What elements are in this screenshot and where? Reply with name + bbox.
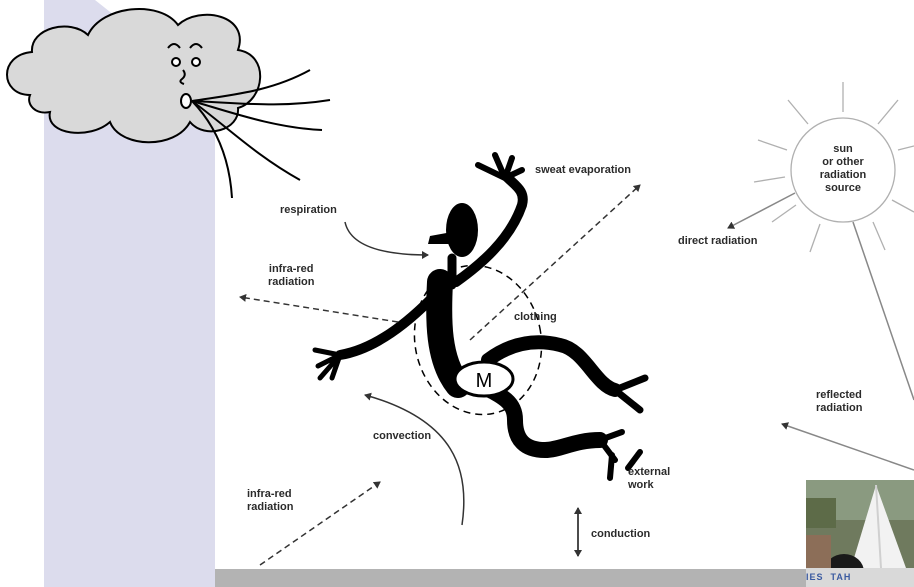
conduction-label: conduction [591,528,650,541]
respiration-arrow [345,222,428,255]
reflected-arrow [782,424,914,470]
direct-radiation-label: direct radiation [678,235,757,248]
sun-ray-down [853,222,914,400]
infrared-bottom-label: infra-red radiation [247,488,293,514]
clothing-label: clothing [514,311,557,324]
inset-photo: IES TAH [806,480,914,587]
infrared-top-arrow [240,297,398,322]
direct-radiation-arrow [728,193,795,228]
infrared-top-label: infra-red radiation [268,263,314,289]
metabolism-label: M [476,370,493,392]
sun-label: sun or other radiation source [808,143,878,195]
convection-label: convection [373,430,431,443]
convection-arrow [365,395,464,525]
reflected-radiation-label: reflected radiation [816,389,862,415]
photo-sign-text: IES TAH [806,568,914,587]
respiration-label: respiration [280,204,337,217]
sweat-evaporation-label: sweat evaporation [535,164,631,177]
external-work-label: external work [628,466,670,492]
